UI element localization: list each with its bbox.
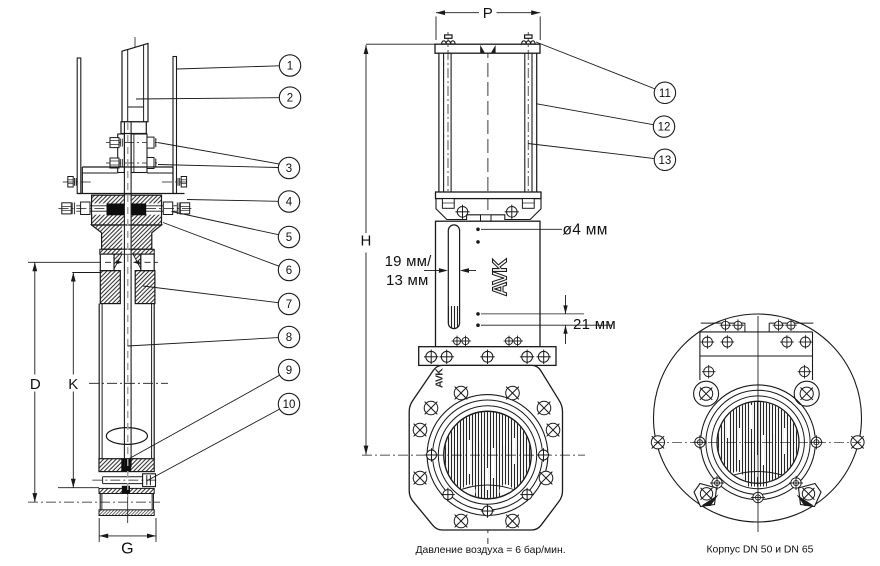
svg-text:10: 10 [283,399,296,411]
svg-text:6: 6 [286,265,292,277]
svg-text:D: D [30,376,41,393]
svg-text:7: 7 [286,299,292,311]
svg-text:H: H [360,233,371,250]
svg-text:13: 13 [659,155,672,167]
svg-text:AVK: AVK [433,368,445,388]
svg-text:Давление воздуха = 6 бар/мин.: Давление воздуха = 6 бар/мин. [416,544,566,556]
svg-text:G: G [121,541,133,558]
svg-text:ø4 мм: ø4 мм [563,222,608,239]
svg-text:8: 8 [286,332,292,344]
svg-text:19 мм/: 19 мм/ [385,253,432,270]
svg-text:2: 2 [287,93,293,105]
svg-text:1: 1 [287,61,293,73]
svg-text:12: 12 [658,122,671,134]
svg-text:21 мм: 21 мм [573,316,616,333]
svg-text:4: 4 [286,197,293,209]
svg-text:11: 11 [659,88,671,100]
svg-text:K: K [68,376,78,393]
svg-text:AVK: AVK [490,258,512,296]
svg-text:13 мм: 13 мм [386,272,428,289]
svg-text:P: P [483,5,493,22]
svg-text:3: 3 [286,163,292,175]
svg-text:5: 5 [286,232,292,244]
svg-text:9: 9 [286,365,292,377]
svg-text:Корпус DN 50 и DN 65: Корпус DN 50 и DN 65 [707,545,814,556]
